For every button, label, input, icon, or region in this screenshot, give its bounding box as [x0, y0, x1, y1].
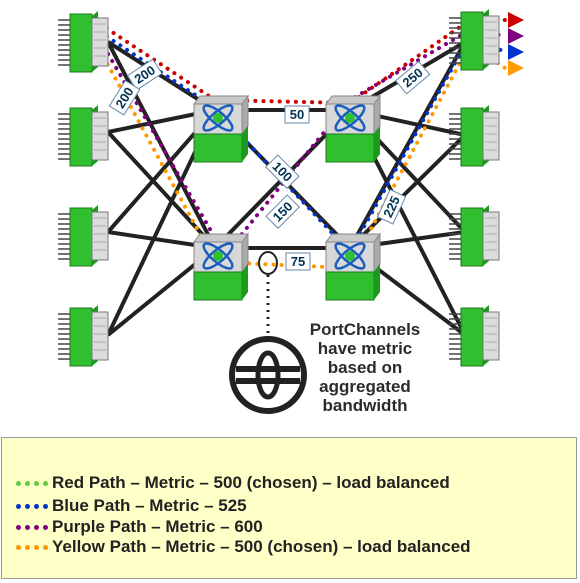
portchannel-callout: [258, 251, 278, 345]
legend-item-red: Red Path – Metric – 500 (chosen) – load …: [16, 473, 450, 493]
metric-label-75: 75: [285, 252, 311, 271]
svg-text:75: 75: [291, 254, 305, 269]
metric-label-150: 150: [265, 194, 300, 229]
metric-label-100: 100: [265, 154, 300, 189]
portchannel-icon: [229, 336, 307, 414]
legend-dots: [16, 503, 48, 509]
yellow-path: [98, 41, 507, 271]
note-line: PortChannels: [309, 320, 421, 339]
red-path: [98, 18, 507, 106]
svg-text:50: 50: [290, 107, 304, 122]
leaf-switch-left-3: [57, 204, 109, 267]
note-line: aggregated: [319, 377, 411, 396]
metric-label-50: 50: [284, 105, 310, 124]
spine-switch-bottom-right: [324, 232, 382, 302]
legend-item-yellow: Yellow Path – Metric – 500 (chosen) – lo…: [16, 537, 471, 557]
note-line: based on: [327, 358, 403, 377]
legend-box: Red Path – Metric – 500 (chosen) – load …: [1, 437, 577, 579]
leaf-switch-right-2: [448, 104, 500, 167]
note-line: have metric: [317, 339, 413, 358]
leaf-switch-left-1: [57, 10, 109, 73]
legend-item-blue: Blue Path – Metric – 525: [16, 496, 247, 516]
legend-dots: [16, 524, 48, 530]
leaf-switch-right-4: [448, 304, 500, 367]
leaf-switch-left-4: [57, 304, 109, 367]
metric-label-225: 225: [376, 188, 407, 225]
spine-switch-top-right: [324, 94, 382, 164]
note-line: bandwidth: [322, 396, 408, 415]
portchannel-note: PortChannels have metric based on aggreg…: [290, 320, 440, 415]
legend-label: Blue Path – Metric – 525: [52, 496, 247, 515]
leaf-switch-right-3: [448, 204, 500, 267]
legend-item-purple: Purple Path – Metric – 600: [16, 517, 263, 537]
legend-label: Red Path – Metric – 500 (chosen) – load …: [52, 473, 450, 492]
legend-label: Yellow Path – Metric – 500 (chosen) – lo…: [52, 537, 471, 556]
spine-switch-top-left: [192, 94, 250, 164]
legend-dots: [16, 480, 48, 486]
legend-label: Purple Path – Metric – 600: [52, 517, 263, 536]
spine-switch-bottom-left: [192, 232, 250, 302]
legend-dots: [16, 544, 48, 550]
leaf-switch-left-2: [57, 104, 109, 167]
path-arrows: [508, 12, 524, 76]
